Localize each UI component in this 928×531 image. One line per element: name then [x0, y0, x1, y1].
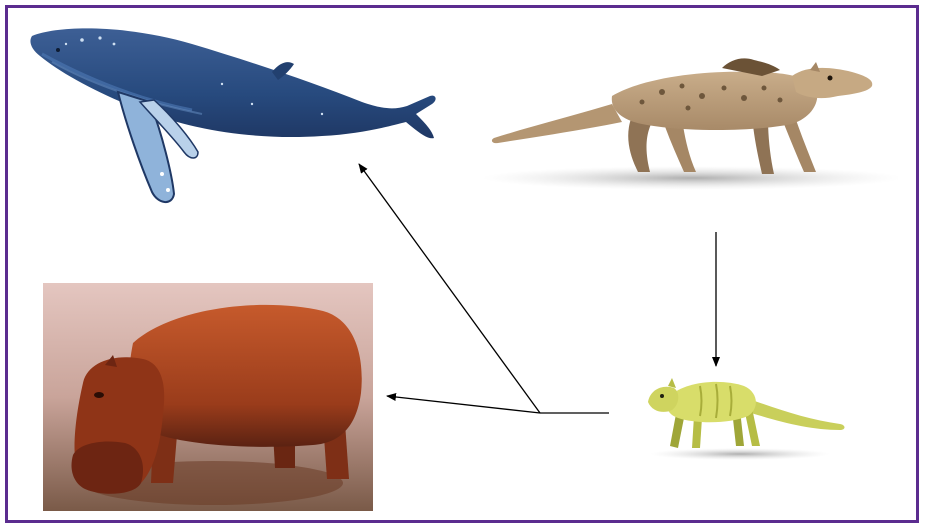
- hippopotamus-photo: [43, 283, 373, 511]
- indohyus-illustration: [640, 360, 862, 470]
- humpback-whale-illustration: [22, 14, 452, 214]
- pakicetus-illustration: [462, 26, 898, 204]
